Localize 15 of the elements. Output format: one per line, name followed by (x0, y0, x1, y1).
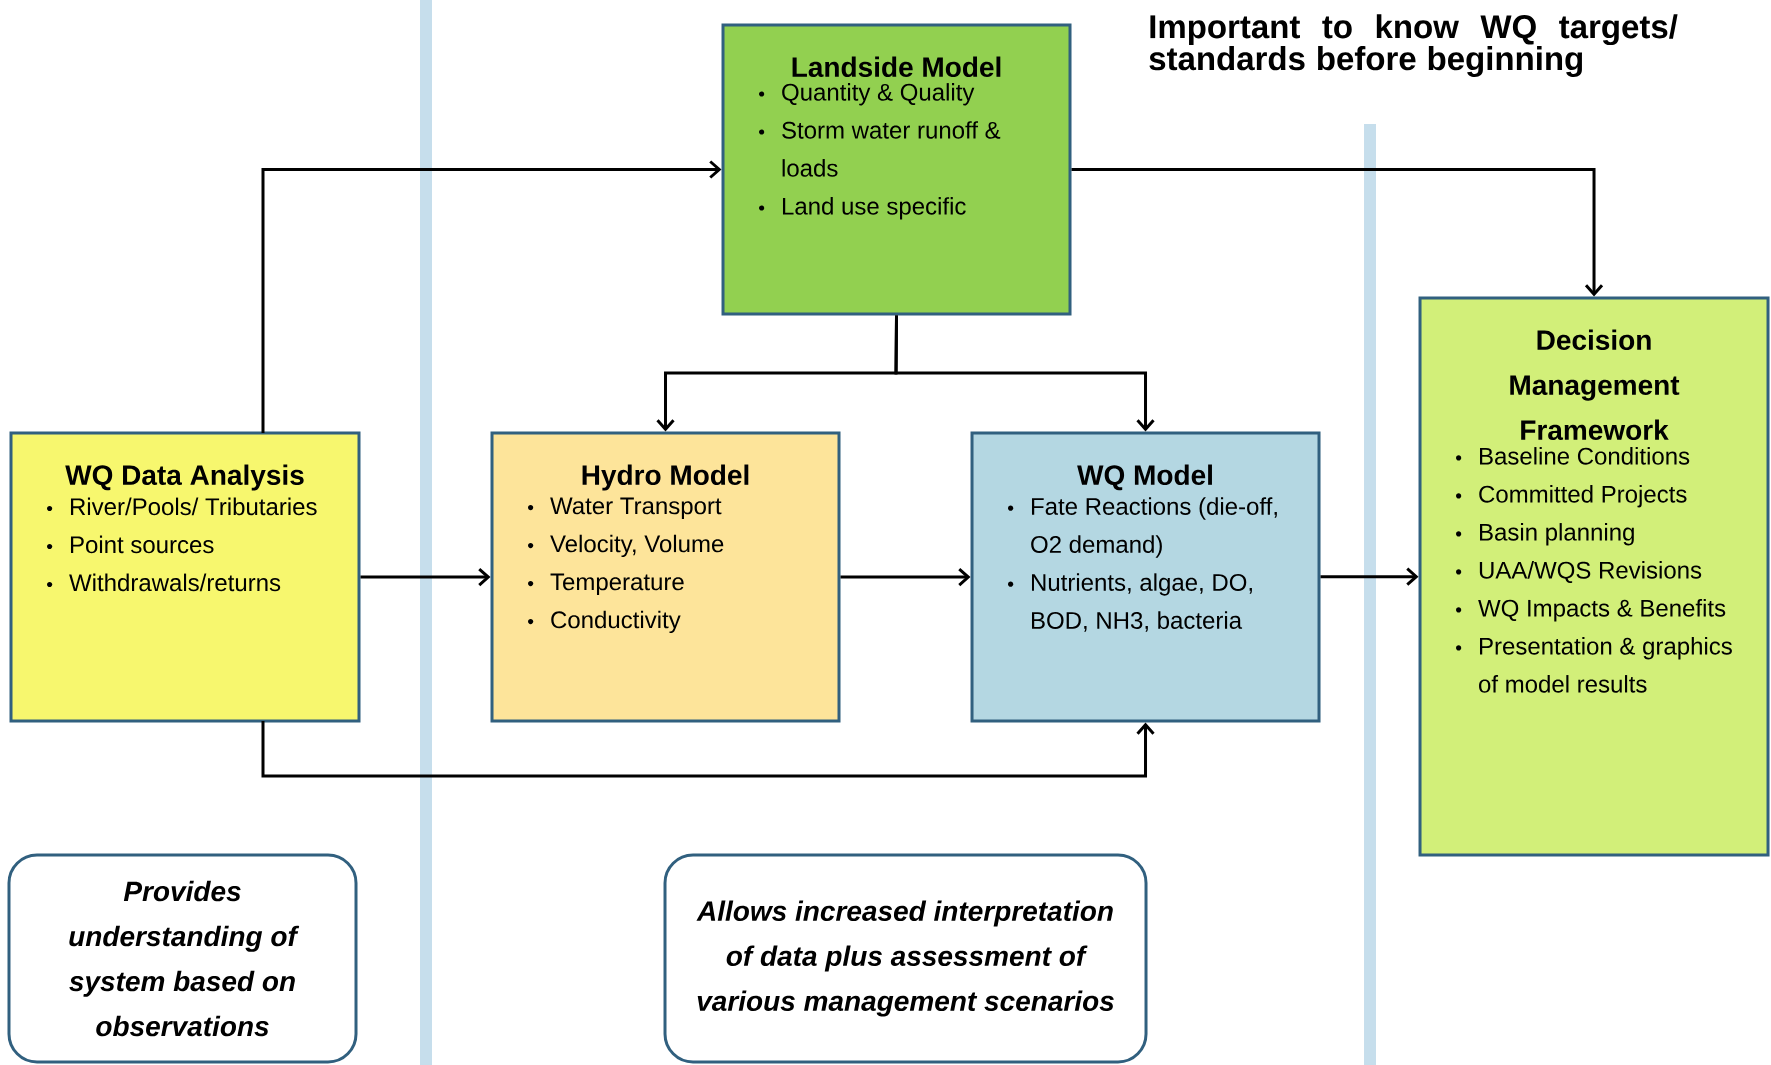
arrow (894, 315, 1155, 432)
arrow (1320, 567, 1419, 586)
model-box: WQ Data Analysis River/Pools/ Tributaries Point sources Withdrawals/returns (9, 431, 361, 723)
model-box: WQ Model Fate Reactions (die-off, O2 demand) Nutrients, algae, DO, BOD, NH3, bacteria (970, 431, 1321, 723)
model-box: Landside Model Quantity & Quality Storm water runoff & loads Land use specific (721, 23, 1072, 316)
arrow (1071, 168, 1604, 297)
arrow (261, 160, 722, 433)
heading: Important to know WQ targets/ standards before beginning (1149, 14, 1678, 77)
model-box: Decision Management Framework Baseline Conditions Committed Projects Basin planning UAA/WQS Revisions WQ Impacts & Benefits Presentation & graphics of model results (1418, 296, 1770, 857)
arrow (261, 721, 1155, 778)
model-box: Hydro Model Water Transport Velocity, Volume Temperature Conductivity (490, 431, 841, 723)
note-box: Provides understanding of system based on observations (7, 853, 358, 1064)
arrow (360, 567, 491, 587)
arrow (840, 567, 971, 587)
note-box: Allows increased interpretation of data plus assessment of various management scenarios (663, 853, 1148, 1064)
